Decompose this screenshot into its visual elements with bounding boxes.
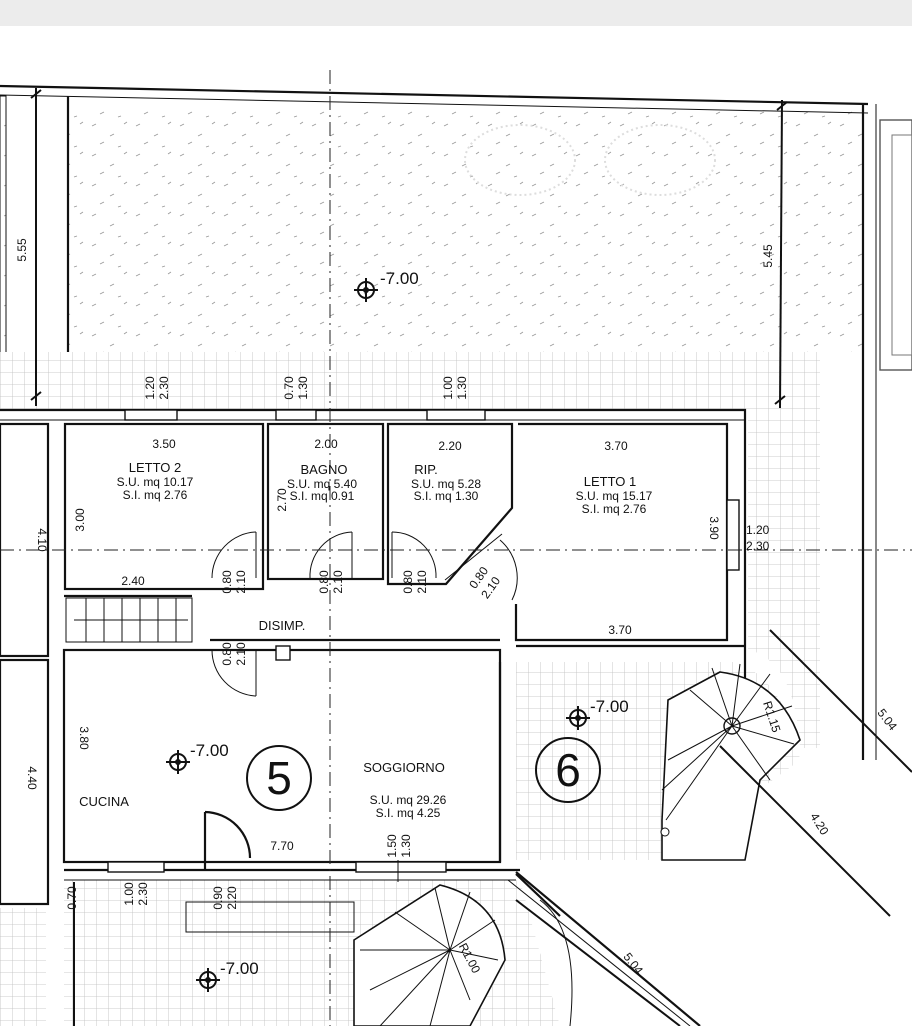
cucina-name: CUCINA <box>79 794 129 809</box>
rip-su: S.U. mq 5.28 <box>411 477 481 491</box>
bagno-si: S.I. mq 0.91 <box>290 489 355 503</box>
win-letto2-h: 2.30 <box>157 376 171 400</box>
letto1-su: S.U. mq 15.17 <box>576 489 653 503</box>
unit-6-number: 6 <box>555 744 581 796</box>
rip-si: S.I. mq 1.30 <box>414 489 479 503</box>
windows <box>107 409 740 873</box>
top-band <box>0 0 912 26</box>
dim-left-lower: 4.40 <box>25 766 39 790</box>
letto2-width: 3.50 <box>152 437 176 451</box>
rip-name: RIP. <box>414 462 438 477</box>
spiral-stair-bottom <box>185 884 506 1026</box>
cucina-depth: 3.80 <box>77 726 91 750</box>
letto1-width-bottom: 3.70 <box>608 623 632 637</box>
dim-diag-2: 4.20 <box>807 810 831 838</box>
door-3-w: 0.80 <box>401 570 415 594</box>
door-2-w: 0.80 <box>317 570 331 594</box>
unit-5-circle <box>246 745 312 811</box>
level-marker-icon <box>354 278 378 302</box>
level-marker-icon <box>166 750 190 774</box>
letto2-bottom-width: 2.40 <box>121 574 145 588</box>
level-unit-5: -7.00 <box>190 741 229 760</box>
win-sogg-h: 1.30 <box>399 834 413 858</box>
bagno-depth: 2.70 <box>275 488 289 512</box>
level-bottom: -7.00 <box>220 959 259 978</box>
dimension-lines <box>30 88 912 1026</box>
door-5-h: 2.10 <box>234 642 248 666</box>
letto1-depth: 3.90 <box>707 516 721 540</box>
dim-garden-left: 5.55 <box>15 238 29 262</box>
bagno-name: BAGNO <box>301 462 348 477</box>
win-letto1-w: 1.20 <box>746 523 770 537</box>
doors <box>203 531 518 870</box>
unit-6-circle <box>535 737 601 803</box>
win-bagno-w: 0.70 <box>282 376 296 400</box>
bagno-su: S.U. mq 5.40 <box>287 477 357 491</box>
dim-left-upper: 4.10 <box>35 528 49 552</box>
disimp-name: DISIMP. <box>259 618 306 633</box>
soggiorno-name: SOGGIORNO <box>363 760 445 775</box>
bagno-width: 2.00 <box>314 437 338 451</box>
cucina-width: 7.70 <box>270 839 294 853</box>
dim-diag-1: 5.04 <box>874 706 900 733</box>
spiral-stair-unit-6 <box>660 663 801 861</box>
door-2-h: 2.10 <box>331 570 345 594</box>
level-garden: -7.00 <box>380 269 419 288</box>
win-letto1-h: 2.30 <box>746 539 770 553</box>
win-cucina-h: 2.30 <box>136 882 150 906</box>
level-unit-6: -7.00 <box>590 697 629 716</box>
letto2-name: LETTO 2 <box>129 460 182 475</box>
win-letto2-w: 1.20 <box>143 376 157 400</box>
door-ent-h: 2.20 <box>225 886 239 910</box>
level-marker-icon <box>566 706 590 730</box>
win-cucina-w: 1.00 <box>122 882 136 906</box>
dim-garden-right: 5.45 <box>761 244 775 268</box>
dim-bottom-small: 0.70 <box>65 886 79 910</box>
letto2-depth: 3.00 <box>73 508 87 532</box>
door-3-h: 2.10 <box>415 570 429 594</box>
letto1-name: LETTO 1 <box>584 474 637 489</box>
building-walls <box>0 408 747 1026</box>
win-rip-w: 1.00 <box>441 376 455 400</box>
soggiorno-si: S.I. mq 4.25 <box>376 806 441 820</box>
door-1-h: 2.10 <box>234 570 248 594</box>
garden-area <box>0 84 912 760</box>
door-ent-w: 0.90 <box>211 886 225 910</box>
letto1-width-top: 3.70 <box>604 439 628 453</box>
rip-width: 2.20 <box>438 439 462 453</box>
door-1-w: 0.80 <box>220 570 234 594</box>
win-bagno-h: 1.30 <box>296 376 310 400</box>
letto2-si: S.I. mq 2.76 <box>123 488 188 502</box>
soggiorno-su: S.U. mq 29.26 <box>370 793 447 807</box>
letto2-su: S.U. mq 10.17 <box>117 475 194 489</box>
unit-5-number: 5 <box>266 752 292 804</box>
level-marker-icon <box>196 968 220 992</box>
letto1-si: S.I. mq 2.76 <box>582 502 647 516</box>
win-sogg-w: 1.50 <box>385 834 399 858</box>
internal-stair <box>65 597 193 643</box>
win-rip-h: 1.30 <box>455 376 469 400</box>
door-5-w: 0.80 <box>220 642 234 666</box>
